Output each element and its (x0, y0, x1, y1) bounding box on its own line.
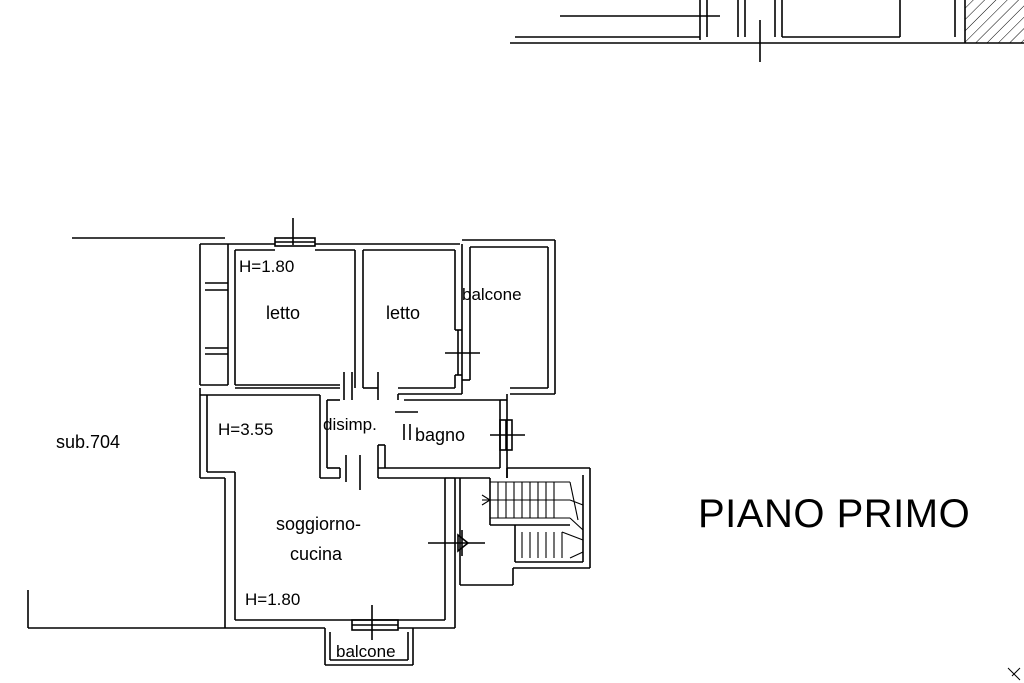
room-label-balcone-top: balcone (462, 285, 522, 304)
room-label-disimp: disimp. (323, 415, 377, 434)
room-label-letto-left: letto (266, 303, 301, 323)
letto-height-label: H=1.80 (239, 257, 295, 276)
balcony-door (445, 329, 480, 376)
bathroom-window (490, 419, 525, 451)
stairwell (455, 467, 591, 586)
entrance-door (428, 530, 485, 556)
svg-text:···: ··· (565, 0, 579, 5)
soggiorno-height-top: H=3.55 (218, 420, 274, 439)
balcony-bottom (324, 605, 414, 666)
upper-floor-fragment: ··· (510, 0, 1024, 62)
room-label-bagno: bagno (415, 425, 466, 445)
neighbour-label: sub.704 (56, 432, 121, 452)
soggiorno-height-bottom: H=1.80 (245, 590, 301, 609)
window-bedroom (274, 218, 316, 247)
exterior-walls (199, 239, 556, 629)
room-label-balcone-bottom: balcone (336, 642, 396, 661)
plan-title: PIANO PRIMO (698, 492, 971, 536)
corner-mark (1007, 667, 1021, 681)
room-label-soggiorno: soggiorno- (276, 514, 362, 534)
room-label-cucina: cucina (290, 544, 343, 564)
neighbour-outline (27, 237, 225, 629)
room-label-letto-right: letto (386, 303, 421, 323)
